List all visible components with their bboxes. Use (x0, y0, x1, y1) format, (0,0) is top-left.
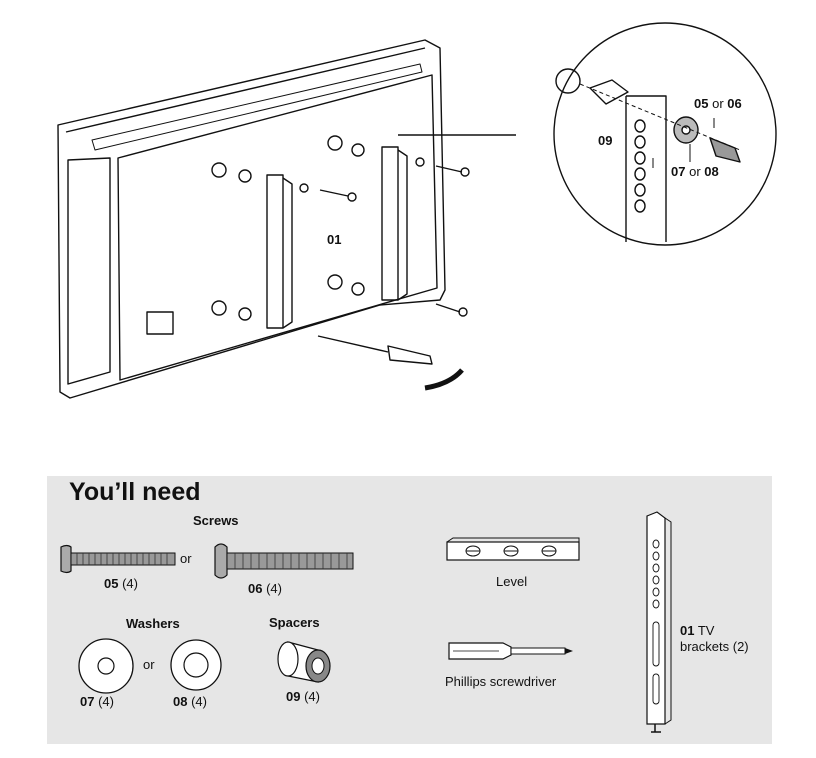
zoom-screw (709, 137, 741, 163)
washers-heading: Washers (126, 616, 180, 631)
spacer-09-icon (277, 641, 331, 683)
tv-assembly-illustration (57, 22, 777, 399)
tv-brackets-label-line1: 01 TV (680, 623, 715, 638)
screw-05-label: 05 (4) (104, 576, 138, 591)
assembly-diagram: 01 09 05 or 06 07 or 08 (57, 22, 777, 399)
screw-06-icon (214, 543, 354, 579)
spacer-callout-label: 09 (598, 133, 613, 148)
washers-or: or (143, 657, 155, 672)
zoom-wall-hole (555, 68, 581, 94)
left-vents (67, 157, 111, 385)
left-tv-bracket (266, 174, 284, 329)
phillips-screwdriver-label: Phillips screwdriver (445, 674, 557, 689)
parts-needed-panel: You’ll need Screws or 05 (4) 06 (4) Wash… (47, 476, 772, 744)
washer-callout-label: 07 or 08 (671, 164, 719, 179)
diagram-screwdriver (317, 335, 433, 365)
bracket-callout-label: 01 (327, 232, 342, 247)
panel-title: You’ll need (69, 478, 201, 506)
phillips-screwdriver-icon (448, 642, 573, 660)
rotation-arrow (424, 368, 464, 391)
screw-06-label: 06 (4) (248, 581, 282, 596)
level-label: Level (496, 574, 528, 589)
detail-zoom-circle (553, 22, 777, 246)
screw-callout-label: 05 or 06 (694, 96, 742, 111)
zoom-spacer (589, 79, 629, 105)
screws-heading: Screws (193, 513, 239, 528)
washer-07-icon (78, 638, 134, 694)
washer-08-label: 08 (4) (173, 694, 207, 709)
tv-bracket-icon (646, 511, 672, 733)
screws-or: or (180, 551, 192, 566)
tv-back-inner-panel (117, 74, 438, 381)
screw-05-icon (60, 544, 176, 574)
right-tv-bracket (381, 146, 399, 301)
mounting-hardware (211, 135, 470, 321)
zoom-slot-holes (634, 119, 646, 213)
washer-07-label: 07 (4) (80, 694, 114, 709)
tv-back-outline (57, 39, 446, 399)
power-socket (146, 311, 174, 335)
zoom-bracket-strip (625, 95, 667, 242)
washer-08-icon (170, 639, 222, 691)
level-icon (446, 537, 580, 561)
spacers-heading: Spacers (269, 615, 320, 630)
tv-brackets-label-line2: brackets (2) (680, 639, 749, 654)
top-vents (91, 63, 423, 151)
spacer-09-label: 09 (4) (286, 689, 320, 704)
